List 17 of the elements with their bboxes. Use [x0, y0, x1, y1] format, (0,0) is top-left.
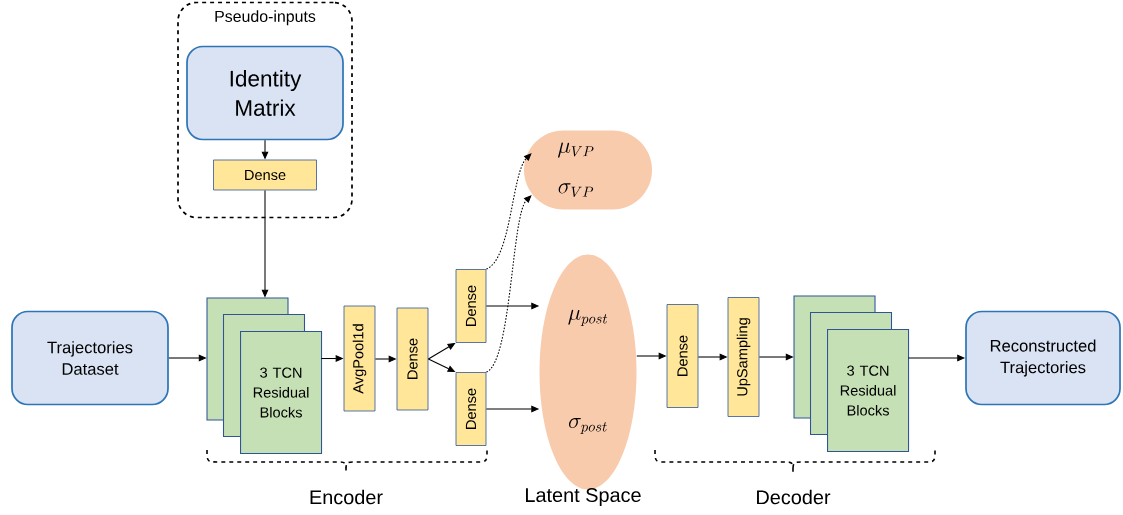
section-label: Decoder: [757, 489, 831, 505]
layer-box: Dense: [455, 269, 487, 343]
layer-box: Dense: [455, 372, 487, 446]
section-label: Encoder: [310, 489, 383, 505]
layer-box: Dense: [396, 307, 429, 411]
layer-box: AvgPool1d: [343, 305, 376, 412]
arrow: [485, 153, 532, 270]
layer-box: UpSampling: [727, 297, 760, 417]
rounded-box: Identity Matrix: [186, 45, 344, 141]
block-stack: 3 TCN Residual Blocks: [206, 297, 323, 455]
section-label: Latent Space: [526, 488, 641, 506]
block-stack: 3 TCN Residual Blocks: [793, 295, 910, 453]
rounded-box: Trajectories Dataset: [11, 310, 169, 406]
layer-box: Dense: [213, 159, 317, 191]
arrow: [485, 195, 532, 373]
rounded-box: Reconstructed Trajectories: [965, 310, 1121, 406]
layer-box: Dense: [666, 304, 699, 408]
